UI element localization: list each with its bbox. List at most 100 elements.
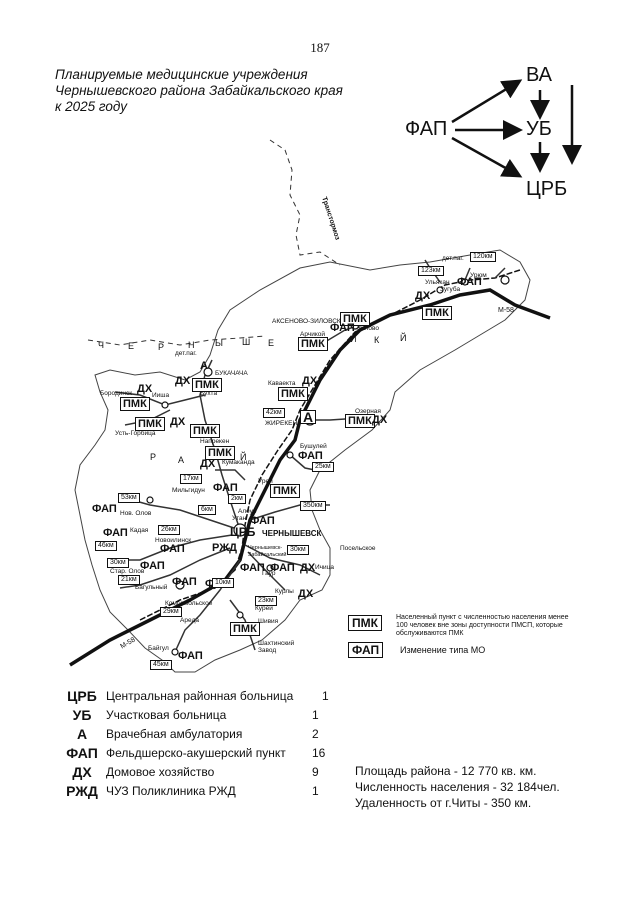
town-label: Урей xyxy=(258,478,273,485)
town-label: ЖИРЕКЕН xyxy=(265,420,298,427)
region-letter: Е xyxy=(268,338,276,348)
institution-count: 16 xyxy=(312,746,326,760)
distance-label: 30км xyxy=(287,545,309,555)
distance-label: 350км xyxy=(300,501,326,511)
town-label: Арeда xyxy=(180,617,199,624)
scheme-arrows xyxy=(451,79,582,178)
facility-label: ПМК xyxy=(192,378,222,392)
region-letter: К xyxy=(374,335,381,345)
distance-label: 23км xyxy=(255,596,277,606)
distance-label: 6км xyxy=(198,505,216,515)
facility-label: ДХ xyxy=(137,383,153,395)
town-label: БУКАЧАЧА xyxy=(215,370,248,377)
referral-scheme: ФАП ВА УБ ЦРБ xyxy=(400,60,600,210)
region-letter: Ш xyxy=(242,337,252,347)
region-letter: Й xyxy=(240,452,248,462)
map-title: Планируемые медицинские учреждения Черны… xyxy=(55,67,395,115)
town-label: Курей xyxy=(255,605,273,612)
facility-label: ФАП xyxy=(250,515,275,527)
legend-pmk-box: ПМК xyxy=(348,615,382,631)
facility-label: ФАП xyxy=(172,576,197,588)
facility-label: ФАП xyxy=(213,482,238,494)
title-line-2: Чернышевского района Забайкальского края xyxy=(55,83,343,98)
distance-label: 123км xyxy=(418,266,444,276)
town-label: Комсомольское xyxy=(165,600,213,607)
facility-label: РЖД xyxy=(212,542,237,554)
town-label: Зилово xyxy=(357,325,380,332)
town-label: Урюм xyxy=(470,272,487,279)
town-label: Кадая xyxy=(130,527,149,534)
stat-distance: Удаленность от г.Читы - 350 км. xyxy=(355,796,532,810)
facility-label: ПМК xyxy=(298,337,328,351)
region-letter: Й xyxy=(400,333,408,343)
town-label: Шахтинский Завод xyxy=(258,640,295,654)
town-label: ЧЕРНЫШЕВСК xyxy=(262,529,322,538)
facility-label: ДХ xyxy=(415,290,431,302)
town-label: Алеур xyxy=(238,508,257,515)
facility-label: ПМК xyxy=(190,424,220,438)
institution-abbr: А xyxy=(76,726,88,742)
distance-label: 53км xyxy=(118,493,140,503)
town-label: дет.паг. xyxy=(175,350,197,357)
institution-name: Центральная районная больница xyxy=(106,689,294,703)
institution-count: 1 xyxy=(322,689,329,703)
facility-label: ПМК xyxy=(135,417,165,431)
facility-label: ПМК xyxy=(120,397,150,411)
distance-label: 46км xyxy=(95,541,117,551)
town-label: Новоилинск xyxy=(155,537,192,544)
legend-fap-text: Изменение типа МО xyxy=(400,645,486,655)
facility-label: ФАП xyxy=(160,543,185,555)
distance-label: 25км xyxy=(312,462,334,472)
facility-label: ДХ xyxy=(372,414,388,426)
region-letter: Н xyxy=(188,340,196,350)
page-number: 187 xyxy=(310,40,330,55)
facility-label: ДХ xyxy=(298,588,314,600)
institution-count: 9 xyxy=(312,765,319,779)
scheme-va: ВА xyxy=(526,64,553,86)
town-label: Бухта xyxy=(200,390,218,397)
distance-label: 21км xyxy=(118,575,140,585)
town-label: Утан xyxy=(232,515,247,522)
town-label: Чернышевск-Забайкальский xyxy=(248,545,287,558)
facility-label: ПМК xyxy=(278,387,308,401)
region-boundary-west xyxy=(87,335,266,346)
institution-row: А Врачебная амбулатория 2 xyxy=(62,726,352,744)
facility-label: ДХ xyxy=(300,562,316,574)
town-label: Бушулей xyxy=(300,443,327,450)
town-label: Шивия xyxy=(258,618,279,625)
institution-row: РЖД ЧУЗ Поликлиника РЖД 1 xyxy=(62,783,352,801)
scheme-fap: ФАП xyxy=(405,118,448,140)
region-letter: И xyxy=(350,334,358,344)
region-letter: Ы xyxy=(215,338,224,348)
facility-label: А xyxy=(300,410,317,424)
region-letter: Е xyxy=(128,341,136,351)
distance-label: 30км xyxy=(107,558,129,568)
facility-label: ФАП xyxy=(457,276,482,288)
facility-label: ФАП xyxy=(92,503,117,515)
legend-pmk-text: Населенный пункт с численностью населени… xyxy=(396,614,569,637)
town-label: Курлы xyxy=(275,588,294,595)
distance-label: 29км xyxy=(160,607,182,617)
town-label: Багульный xyxy=(135,584,168,591)
title-line-3: к 2025 году xyxy=(55,99,127,114)
town-label: Зугуба xyxy=(440,286,461,293)
town-label: Ичица xyxy=(315,564,335,571)
facility-label: ПМК xyxy=(270,484,300,498)
facility-label: ФАП xyxy=(330,322,355,334)
region-boundary xyxy=(269,139,341,266)
facility-label: ДХ xyxy=(175,375,191,387)
town-label: Стар. Олов xyxy=(110,568,145,575)
facility-label: ПМК xyxy=(340,312,370,326)
institution-name: ЧУЗ Поликлиника РЖД xyxy=(106,784,236,798)
institution-name: Врачебная амбулатория xyxy=(106,727,243,741)
town-label: Напрекен xyxy=(200,438,230,445)
facility-label: ПМК xyxy=(345,414,375,428)
distance-label: 17км xyxy=(180,474,202,484)
facility-label: ПМК xyxy=(230,622,260,636)
institution-count: 2 xyxy=(312,727,319,741)
facility-label: ПМК xyxy=(205,446,235,460)
institution-count: 1 xyxy=(312,708,319,722)
distance-label: 10км xyxy=(212,578,234,588)
institution-row: УБ Участковая больница 1 xyxy=(62,707,352,725)
facility-label: А xyxy=(200,360,208,372)
